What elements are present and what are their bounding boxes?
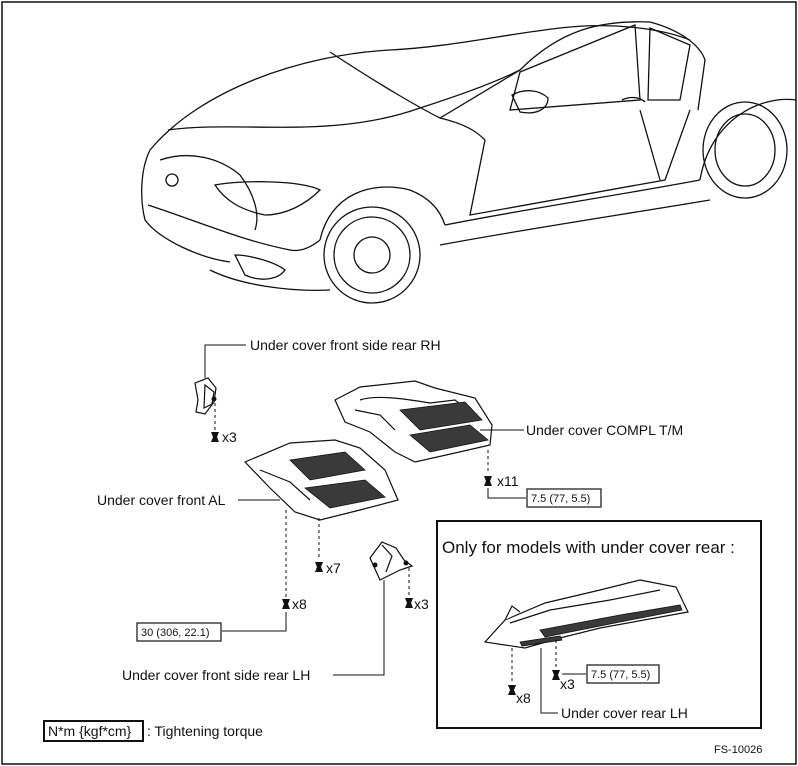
leader-lh [333,580,385,676]
under-cover-front-side-rear-rh [194,377,217,415]
count-rear-a: x8 [516,690,531,706]
leader-rear-lh [540,648,558,714]
label-front-side-rear-rh: Under cover front side rear RH [250,337,441,353]
clip-icon [405,598,413,608]
leader-al-torque [222,612,287,632]
clip-icon [552,670,560,680]
legend-unit: N*m {kgf*cm} [48,723,132,739]
label-compl-tm: Under cover COMPL T/M [526,422,683,438]
leader-tm-torque [487,488,526,499]
legend-unit-box [43,720,144,742]
count-al-mid: x7 [326,560,341,576]
inset-rear-cover: Only for models with under cover rear : … [436,520,762,729]
torque-rear: 7.5 (77, 5.5) [591,669,650,681]
clip-icon [211,432,219,442]
label-front-al: Under cover front AL [97,492,226,508]
clip-icon [508,685,516,695]
count-rear-b: x3 [560,676,575,692]
count-rh: x3 [222,429,237,445]
under-cover-front-side-rear-lh [369,541,414,581]
under-cover-front-al [243,439,399,521]
inset-title: Only for models with under cover rear : [442,538,735,557]
legend-text: : Tightening torque [147,723,263,739]
count-al-low: x8 [292,596,307,612]
torque-box-tm [526,488,602,508]
figure-id: FS-10026 [714,744,762,756]
clip-icon [282,599,290,609]
car-illustration [141,21,797,304]
clip-icon [484,476,492,486]
torque-box-al [136,622,222,642]
label-rear-lh: Under cover rear LH [561,705,688,721]
clip-icon [315,562,323,572]
torque-tm: 7.5 (77, 5.5) [531,493,590,505]
under-cover-compl-tm [334,380,493,463]
count-tm: x11 [497,473,519,489]
torque-al: 30 (306, 22.1) [141,627,210,639]
under-cover-rear-lh [483,579,689,649]
label-front-side-rear-lh: Under cover front side rear LH [122,667,310,683]
leader-rh [204,344,246,378]
torque-box-rear [586,664,660,684]
count-lh: x3 [414,596,429,612]
